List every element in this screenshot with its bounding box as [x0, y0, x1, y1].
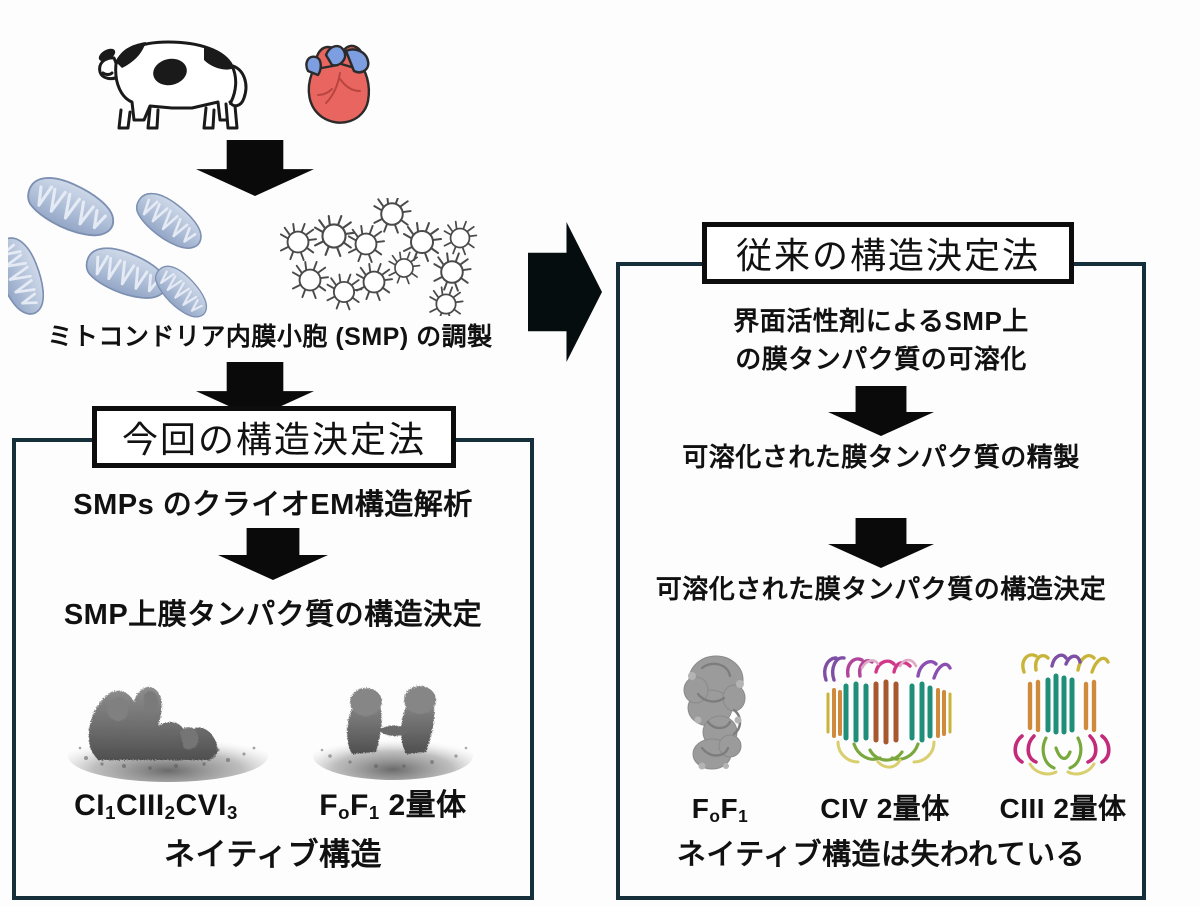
heart-illustration: [296, 33, 380, 129]
right-panel-footer: ネイティブ構造は失われている: [676, 839, 1086, 871]
structure-fofi-dimer-image: [300, 646, 486, 784]
lbl-f-sub-o: o: [338, 802, 350, 824]
mitochondria-cluster: [0, 158, 248, 326]
r-lbl-f2: F: [720, 793, 739, 824]
right-panel-step-2: 可溶化された膜タンパク質の精製: [682, 442, 1080, 472]
right-panel: [616, 262, 1146, 900]
right-panel-title: 従来の構造決定法: [735, 235, 1040, 276]
left-panel-title: 今回の構造決定法: [121, 419, 426, 460]
left-panel-step-2: SMP上膜タンパク質の構造決定: [63, 599, 483, 631]
lbl-ci-sub: 1: [105, 802, 116, 824]
smp-vesicle-cluster: [262, 194, 494, 322]
r-lbl-f: F: [691, 793, 710, 824]
lbl-f2-sub: 1: [368, 802, 380, 824]
left-panel: [12, 438, 534, 900]
structure-ciii-dimer-image: [1000, 644, 1126, 784]
lbl-f2: F: [349, 789, 369, 822]
left-panel-title-box: 今回の構造決定法: [92, 406, 456, 468]
structure-fofi-dimer-label: FoF1 2量体: [290, 788, 496, 825]
left-panel-footer: ネイティブ構造: [163, 837, 383, 872]
smp-preparation-caption: ミトコンドリア内膜小胞 (SMP) の調製: [47, 323, 493, 351]
structure-ci-ciii-cvi-label: CI1CIII2CVI3: [38, 788, 274, 825]
r-lbl-f-sub-o: o: [709, 805, 721, 826]
lbl-ciii-sub: 2: [164, 802, 176, 824]
right-panel-step-1-line-1: 界面活性剤によるSMP上: [733, 306, 1029, 336]
structure-fofi-label: FoF1: [660, 792, 780, 827]
lbl-ci: CI: [74, 789, 106, 822]
cow-illustration: [86, 28, 256, 140]
structure-fofi-image: [672, 650, 768, 782]
structure-ciii-dimer-label: CIII 2量体: [999, 793, 1127, 824]
lbl-cvi: CVI: [175, 789, 228, 822]
right-panel-step-3: 可溶化された膜タンパク質の構造決定: [655, 574, 1107, 604]
structure-civ-dimer-image: [808, 646, 966, 784]
lbl-cvi-sub: 3: [227, 802, 238, 824]
lbl-f: F: [319, 789, 339, 822]
structure-ci-ciii-cvi-image: [58, 648, 278, 784]
left-panel-step-1: SMPs のクライオEM構造解析: [73, 489, 473, 521]
right-panel-title-box: 従来の構造決定法: [702, 222, 1074, 284]
lbl-ciii: CIII: [115, 789, 165, 822]
right-panel-step-1-line-2: の膜タンパク質の可溶化: [735, 344, 1027, 374]
structure-civ-dimer-label: CIV 2量体: [820, 793, 950, 824]
r-lbl-f2-sub: 1: [738, 805, 749, 826]
lbl-dimer: 2量体: [379, 789, 467, 822]
